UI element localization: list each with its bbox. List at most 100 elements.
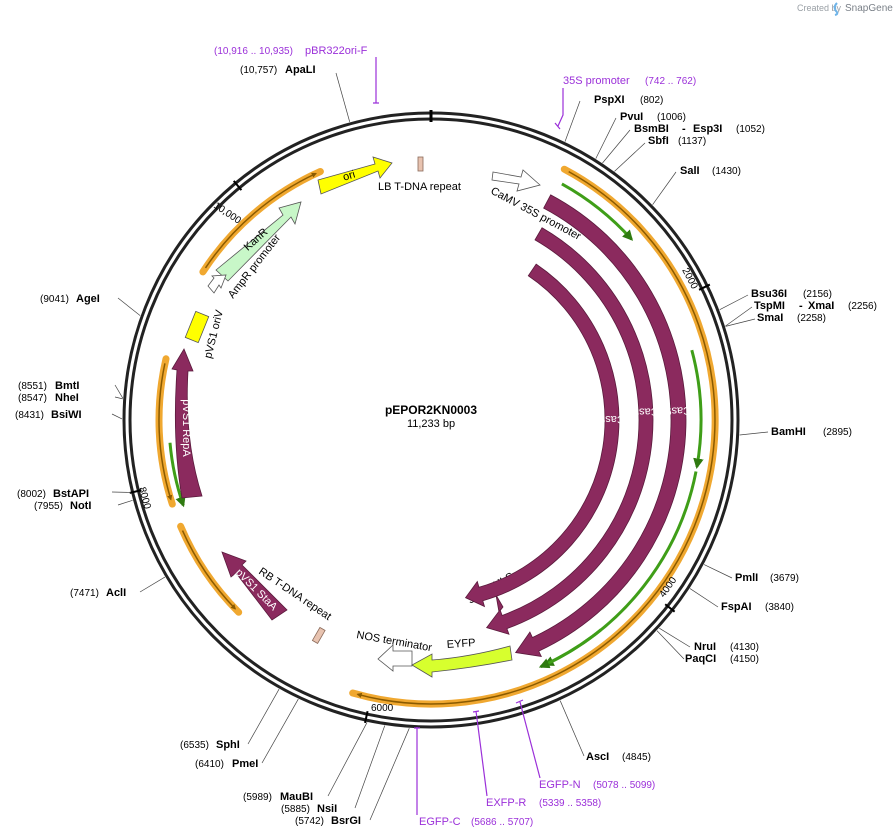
enzyme-name[interactable]: AgeI [76,293,100,305]
lb-repeat-feature[interactable] [417,156,424,172]
orf-arrow [356,170,716,705]
enzyme-name[interactable]: BstAPI [53,488,89,500]
primer-marker [414,727,420,815]
enzyme-name[interactable]: BsrGI [331,815,361,827]
enzyme-name[interactable]: BamHI [771,426,806,438]
enzyme-pos: (8002) [17,489,46,500]
enzyme-name[interactable]: BsmBI [634,123,669,135]
nos-terminator-feature[interactable] [377,644,413,672]
enzyme-pos: (9041) [40,294,69,305]
enzyme-pos: (1430) [712,166,741,177]
leader-line [689,588,719,608]
primer-range: (742 .. 762) [645,76,696,87]
leader-line [114,396,123,400]
enzyme-pos: (4130) [730,642,759,653]
enzyme-pos: (2256) [848,301,877,312]
enzyme-name[interactable]: PvuI [620,111,643,123]
primer-name[interactable]: pBR322ori-F [305,45,368,57]
primer-marker [472,710,488,797]
enzyme-pos: (2258) [797,313,826,324]
enzyme-name[interactable]: SmaI [757,312,783,324]
enzyme-pos: (1137) [678,136,706,147]
leader-lines [111,72,769,821]
leader-line [114,384,124,399]
enzyme-name[interactable]: XmaI [808,300,834,312]
lb-repeat-label: LB T-DNA repeat [378,181,461,193]
translation-arc [690,349,704,469]
orf-arrow [204,172,317,269]
cas9-label: Cas9 [599,413,625,425]
enzyme-name[interactable]: NotI [70,500,91,512]
sv40-nls-feature[interactable] [495,594,504,613]
enzyme-pos: (6535) [180,740,209,751]
enzyme-name[interactable]: Bsu36I [751,288,787,300]
cas9-feature[interactable] [514,194,687,658]
enzyme-name[interactable]: NruI [694,641,716,653]
nos-terminator-label: NOS terminator [355,629,433,654]
enzyme-name[interactable]: PspXI [594,94,625,106]
tick-label-10000: 10,000 [211,200,243,226]
enzyme-name[interactable]: ApaLI [285,64,316,76]
pvs1-oriv-feature[interactable] [184,310,210,344]
leader-line [117,297,141,316]
ori-feature[interactable] [317,156,393,195]
primer-name[interactable]: EGFP-C [419,816,461,828]
snapgene-brand: SnapGene [845,3,893,14]
primer-marker [373,57,379,104]
enzyme-name[interactable]: SbfI [648,135,669,147]
leader-line [247,688,280,745]
eyfp-feature[interactable] [411,645,513,678]
ampr-promoter-feature[interactable] [207,274,227,294]
translation-arc [168,442,186,508]
orf-arrow [181,530,237,610]
primer-name[interactable]: EGFP-N [539,779,581,791]
camv-35s-promoter-feature[interactable] [491,169,541,192]
enzyme-name[interactable]: PmlI [735,572,758,584]
enzyme-name[interactable]: AclI [106,587,126,599]
leader-line [725,306,753,327]
enzyme-name[interactable]: SalI [680,165,700,177]
enzyme-name[interactable]: AscI [586,751,609,763]
enzyme-name[interactable]: MauBI [280,791,313,803]
enzyme-name[interactable]: NsiI [317,803,337,815]
enzyme-pos: (4150) [730,654,759,665]
primer-name[interactable]: EXFP-R [486,797,526,809]
eyfp-label: EYFP [446,637,476,651]
pvs1-repa-feature[interactable] [171,348,203,499]
enzyme-name[interactable]: FspAI [721,601,752,613]
enzyme-name[interactable]: SphI [216,739,240,751]
enzyme-labels: (10,757) ApaLI PspXI (802) PvuI (1006) B… [15,64,877,827]
leader-line [739,431,769,436]
pvs1-staa-feature[interactable] [221,551,288,621]
ori-label: ori [342,169,357,184]
enzyme-name[interactable]: PmeI [232,758,258,770]
leader-line [564,100,581,142]
kanr-feature[interactable] [215,201,302,282]
enzyme-pos: (2895) [823,427,852,438]
leader-line [602,129,631,164]
primer-name[interactable]: 35S promoter [563,75,630,87]
primer-range: (5078 .. 5099) [593,780,655,791]
cas9-feature[interactable] [464,263,620,608]
enzyme-name[interactable]: Esp3I [693,123,722,135]
primer-markers [373,57,564,815]
enzyme-pos: (802) [640,95,663,106]
orf-arcs [155,165,719,708]
enzyme-name[interactable]: BsiWI [51,409,82,421]
enzyme-name[interactable]: NheI [55,392,79,404]
enzyme-pos: (8431) [15,410,44,421]
leader-line [354,725,386,809]
enzyme-name[interactable]: BmtI [55,380,79,392]
enzyme-name[interactable]: PaqCI [685,653,716,665]
cas9-label: Cas9 [665,404,691,417]
primer-marker [515,699,541,779]
cas9-feature[interactable] [485,227,654,635]
leader-line [725,318,756,327]
enzyme-name[interactable]: TspMI [754,300,785,312]
enzyme-pos: (7955) [34,501,63,512]
rb-repeat-feature[interactable] [311,626,326,644]
primer-range: (5686 .. 5707) [471,817,533,828]
tick-mark [698,283,711,291]
tick-mark [364,710,369,724]
